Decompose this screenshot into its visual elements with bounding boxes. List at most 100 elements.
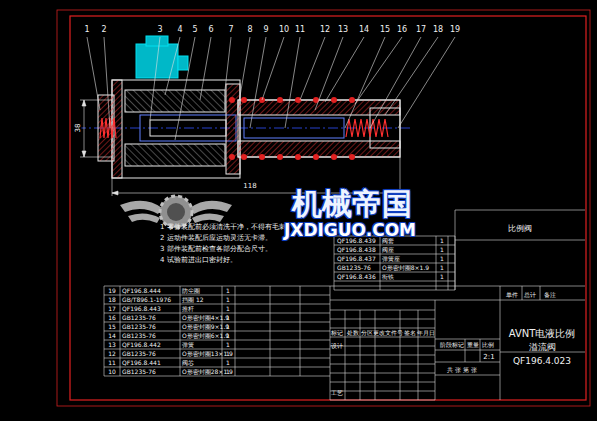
leader-line xyxy=(285,37,300,128)
table-line xyxy=(334,263,455,264)
dimension: 118 xyxy=(241,183,258,190)
table-cell: QF196.8.438 xyxy=(337,247,376,253)
o-ring xyxy=(241,154,247,160)
table-cell: 分区 xyxy=(361,331,373,337)
table-cell: 更改文件号 xyxy=(373,331,403,337)
table-cell: 17 xyxy=(108,306,116,312)
leader-line xyxy=(104,37,110,128)
table-line xyxy=(330,328,435,329)
table-cell: GB1235-76 xyxy=(122,369,156,375)
table-cell: 1 xyxy=(226,297,230,303)
leader-line xyxy=(315,37,343,110)
table-line xyxy=(334,290,455,291)
table-cell: 13 xyxy=(108,342,116,348)
callout-number: 6 xyxy=(208,26,213,34)
watermark: JXDIGUO.COM xyxy=(284,222,416,239)
table-cell: 1 xyxy=(440,256,444,262)
table-cell: GB1235-76 xyxy=(122,324,156,330)
table-line xyxy=(235,286,236,376)
table-line xyxy=(334,272,455,273)
o-ring xyxy=(277,154,283,160)
table-line xyxy=(334,254,455,255)
callout-number: 5 xyxy=(192,26,197,34)
table-line xyxy=(330,310,435,311)
table-cell: 备注 xyxy=(544,292,556,298)
leader-line xyxy=(150,37,160,120)
table-cell: 工艺 xyxy=(331,390,343,396)
table-line xyxy=(448,236,449,290)
table-cell: 1 xyxy=(226,306,230,312)
table-line xyxy=(345,310,346,400)
table-cell: 1 xyxy=(226,369,230,375)
leader-line xyxy=(225,37,231,90)
table-cell: 阶段标记 xyxy=(440,342,464,348)
leader-line xyxy=(355,37,402,104)
table-line xyxy=(330,373,435,374)
table-cell: 重量 xyxy=(467,342,479,348)
table-line xyxy=(270,286,271,376)
table-cell: 比例阀 xyxy=(508,225,532,233)
table-line xyxy=(104,322,330,323)
table-line xyxy=(104,376,330,377)
callout-number: 3 xyxy=(157,26,162,34)
o-ring xyxy=(349,97,355,103)
table-line xyxy=(380,236,381,290)
o-ring xyxy=(349,154,355,160)
valve-section xyxy=(76,36,412,178)
table-cell: 设计 xyxy=(331,343,343,349)
table-cell: GB1235-76 xyxy=(122,333,156,339)
table-line xyxy=(330,346,435,347)
table-line xyxy=(104,286,330,287)
table-cell: QF196.8.442 xyxy=(122,342,161,348)
table-cell: 1 xyxy=(440,247,444,253)
title-text: QF196.4.023 xyxy=(513,357,571,366)
table-line xyxy=(400,310,401,400)
note: 3 部件装配前检查各部分配合尺寸。 xyxy=(160,246,272,253)
table-line xyxy=(334,245,455,246)
leader-line xyxy=(238,37,250,108)
table-line xyxy=(330,300,585,301)
table-line xyxy=(465,339,466,362)
table-cell: 1 xyxy=(226,315,230,321)
table-cell: QF196.8.443 xyxy=(122,306,161,312)
table-line xyxy=(480,339,481,362)
leader-lines xyxy=(87,37,455,140)
table-line xyxy=(120,286,121,376)
table-line xyxy=(435,375,500,376)
table-line xyxy=(104,349,330,350)
o-ring xyxy=(259,154,265,160)
dimension: 38 xyxy=(75,123,82,134)
table-cell: 总计 xyxy=(524,292,536,298)
table-cell: 单件 xyxy=(506,292,518,298)
table-cell: 1 xyxy=(226,324,230,330)
table-line xyxy=(455,240,585,241)
table-line xyxy=(540,286,541,300)
spring xyxy=(346,119,388,137)
table-cell: 处数 xyxy=(347,331,359,337)
table-line xyxy=(300,286,301,376)
table-line xyxy=(330,400,435,401)
table-line xyxy=(375,310,376,400)
table-cell: QF196.8.444 xyxy=(122,288,161,294)
table-cell: 1 xyxy=(226,360,230,366)
note: 4 试验前进出口密封好。 xyxy=(160,257,237,264)
table-cell: 年月日 xyxy=(417,331,435,337)
table-cell: QF196.8.437 xyxy=(337,256,376,262)
leader-line xyxy=(250,37,266,128)
callout-number: 17 xyxy=(416,26,426,34)
callout-number: 16 xyxy=(397,26,407,34)
table-cell: 16 xyxy=(108,315,116,321)
leader-line xyxy=(262,37,284,100)
o-ring xyxy=(331,154,337,160)
table-line xyxy=(455,210,456,290)
table-line xyxy=(104,313,330,314)
callout-number: 11 xyxy=(295,26,305,34)
table-cell: 防尘圈 xyxy=(182,288,200,294)
callout-number: 10 xyxy=(279,26,289,34)
leader-line xyxy=(300,37,325,100)
table-cell: 18 xyxy=(108,297,116,303)
table-cell: QF196.8.436 xyxy=(337,274,376,280)
callout-number: 8 xyxy=(247,26,252,34)
leader-line xyxy=(325,37,364,102)
o-ring xyxy=(229,154,235,160)
